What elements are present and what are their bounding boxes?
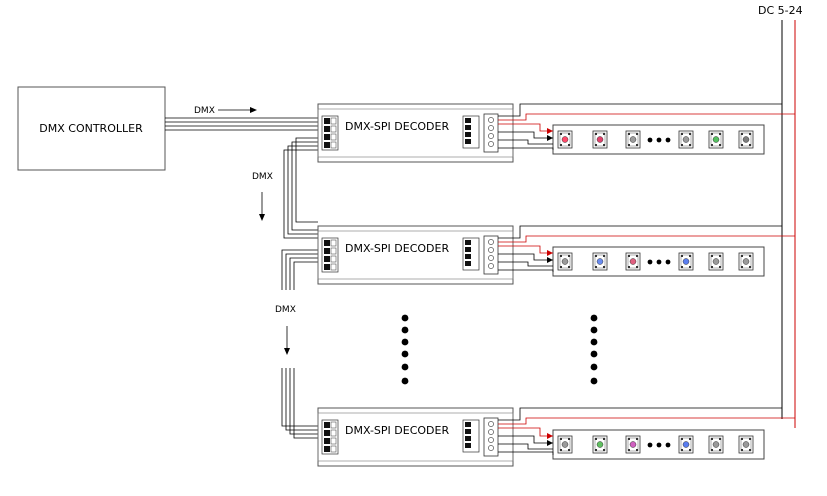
decoder-frame bbox=[317, 230, 514, 280]
led-pixel bbox=[738, 435, 754, 454]
led-pixel bbox=[708, 252, 724, 271]
led-strip bbox=[552, 246, 765, 277]
controller-box bbox=[17, 86, 166, 171]
led-pixel bbox=[738, 130, 754, 149]
decoder-label: DMX-SPI DECODER bbox=[345, 120, 449, 133]
decoder-units: DMX-SPI DECODER DMX-SPI DECODER DMX-SPI DE… bbox=[317, 103, 795, 467]
led-pixel bbox=[592, 435, 608, 454]
strip-wiring bbox=[498, 123, 554, 150]
decoder-unit: DMX-SPI DECODER bbox=[317, 407, 795, 467]
led-strip bbox=[552, 429, 765, 460]
led-pixel bbox=[557, 130, 573, 149]
dmx-label: DMX bbox=[275, 305, 296, 315]
dmx-terminal-block bbox=[321, 419, 339, 455]
dmx-chain-1-2 bbox=[283, 137, 318, 239]
decoder-box bbox=[317, 225, 514, 285]
power-rails: DC 5-24 bbox=[758, 4, 803, 428]
dmx-input-bundle bbox=[165, 117, 318, 131]
power-feed bbox=[498, 103, 795, 121]
led-pixel bbox=[625, 252, 641, 271]
ellipsis-dot bbox=[656, 137, 662, 143]
dmx-direction-top: DMX bbox=[194, 106, 257, 116]
dmx-chain-into-3 bbox=[281, 368, 318, 439]
led-pixel bbox=[678, 252, 694, 271]
led-pixel bbox=[678, 130, 694, 149]
led-pixel bbox=[625, 435, 641, 454]
ellipsis-dot bbox=[656, 259, 662, 265]
ellipsis-dot bbox=[665, 442, 671, 448]
output-connector bbox=[483, 235, 499, 275]
decoder-label: DMX-SPI DECODER bbox=[345, 242, 449, 255]
led-pixel bbox=[592, 252, 608, 271]
led-pixel bbox=[708, 435, 724, 454]
arrow-down-icon bbox=[259, 214, 265, 221]
led-pixel bbox=[592, 130, 608, 149]
ellipsis-dot bbox=[665, 259, 671, 265]
led-pixel bbox=[678, 435, 694, 454]
decoder-unit: DMX-SPI DECODER bbox=[317, 103, 795, 163]
dmx-terminal-block bbox=[321, 115, 339, 151]
dmx-direction-bottom: DMX bbox=[275, 305, 296, 355]
decoder-box bbox=[317, 103, 514, 163]
output-connector bbox=[483, 113, 499, 153]
power-feed bbox=[498, 407, 795, 425]
decoder-frame bbox=[317, 412, 514, 462]
decoder-box bbox=[317, 407, 514, 467]
led-pixel bbox=[557, 252, 573, 271]
continuation-dots-decoders bbox=[401, 314, 409, 385]
dmx-terminal-block bbox=[321, 237, 339, 273]
arrow-right-icon bbox=[250, 107, 257, 113]
ellipsis-dot bbox=[665, 137, 671, 143]
output-connector bbox=[483, 417, 499, 457]
dmx-label: DMX bbox=[194, 106, 215, 116]
decoder-frame bbox=[317, 108, 514, 158]
led-pixel bbox=[738, 252, 754, 271]
dip-switch-block bbox=[462, 419, 480, 453]
decoder-label: DMX-SPI DECODER bbox=[345, 424, 449, 437]
dmx-direction-middle: DMX bbox=[252, 172, 273, 221]
arrow-down-icon bbox=[284, 348, 290, 355]
decoder-unit: DMX-SPI DECODER bbox=[317, 225, 795, 285]
dip-switch-block bbox=[462, 115, 480, 149]
led-strip bbox=[552, 124, 765, 155]
dip-switch-block bbox=[462, 237, 480, 271]
led-pixel bbox=[557, 435, 573, 454]
power-feed bbox=[498, 225, 795, 243]
led-pixel bbox=[708, 130, 724, 149]
dmx-chain-2-out bbox=[281, 249, 318, 290]
strip-wiring bbox=[498, 427, 554, 455]
continuation-dots-strips bbox=[590, 314, 598, 385]
ellipsis-dot bbox=[647, 442, 653, 448]
dmx-controller: DMX CONTROLLER bbox=[17, 86, 166, 171]
power-label: DC 5-24 bbox=[758, 4, 803, 17]
led-pixel bbox=[625, 130, 641, 149]
ellipsis-dot bbox=[656, 442, 662, 448]
dmx-label: DMX bbox=[252, 172, 273, 182]
ellipsis-dot bbox=[647, 259, 653, 265]
controller-label: DMX CONTROLLER bbox=[39, 122, 143, 135]
strip-wiring bbox=[498, 245, 554, 272]
ellipsis-dot bbox=[647, 137, 653, 143]
